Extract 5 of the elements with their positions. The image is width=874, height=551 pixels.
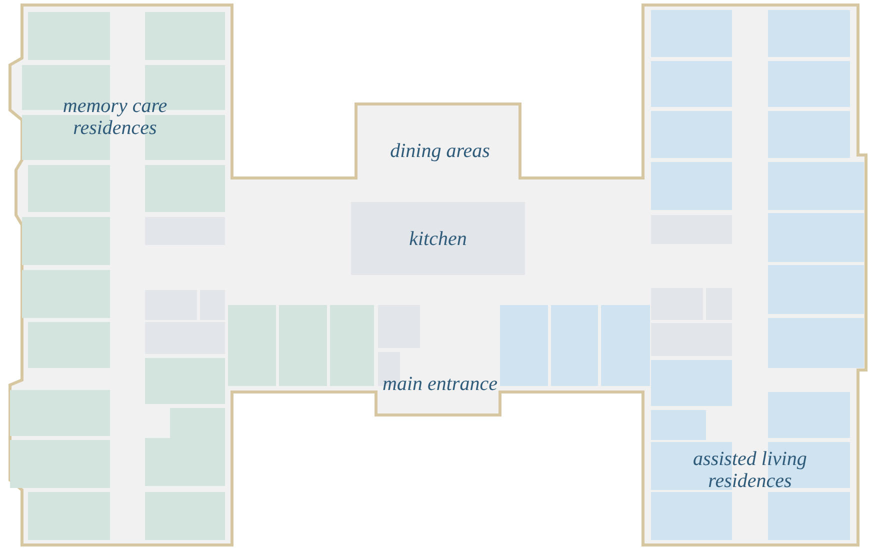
area-label: assisted living residences [692,448,808,492]
area-label: dining areas [389,140,491,162]
area-label: memory care residences [62,95,168,139]
room-label: kitchen [409,226,467,252]
area-label: main entrance [382,373,498,395]
